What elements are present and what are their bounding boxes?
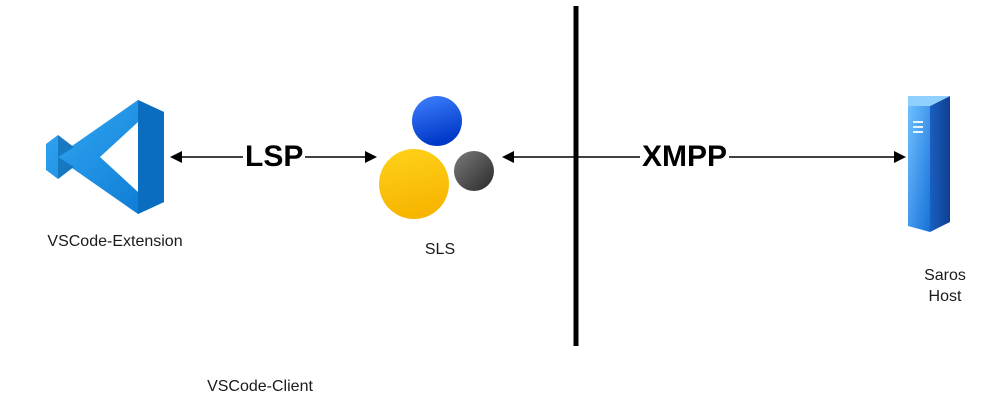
sls-logo-icon bbox=[379, 96, 494, 219]
sls-label: SLS bbox=[424, 241, 456, 258]
lsp-label: LSP bbox=[243, 140, 306, 173]
vscode-client-label: VSCode-Client bbox=[207, 378, 313, 395]
vscode-icon bbox=[46, 100, 164, 214]
xmpp-label: XMPP bbox=[640, 140, 730, 173]
server-icon bbox=[908, 96, 950, 232]
saros-host-label-line1: Saros bbox=[924, 267, 966, 284]
vscode-extension-label: VSCode-Extension bbox=[47, 233, 183, 250]
saros-host-label-line2: Host bbox=[928, 288, 962, 305]
